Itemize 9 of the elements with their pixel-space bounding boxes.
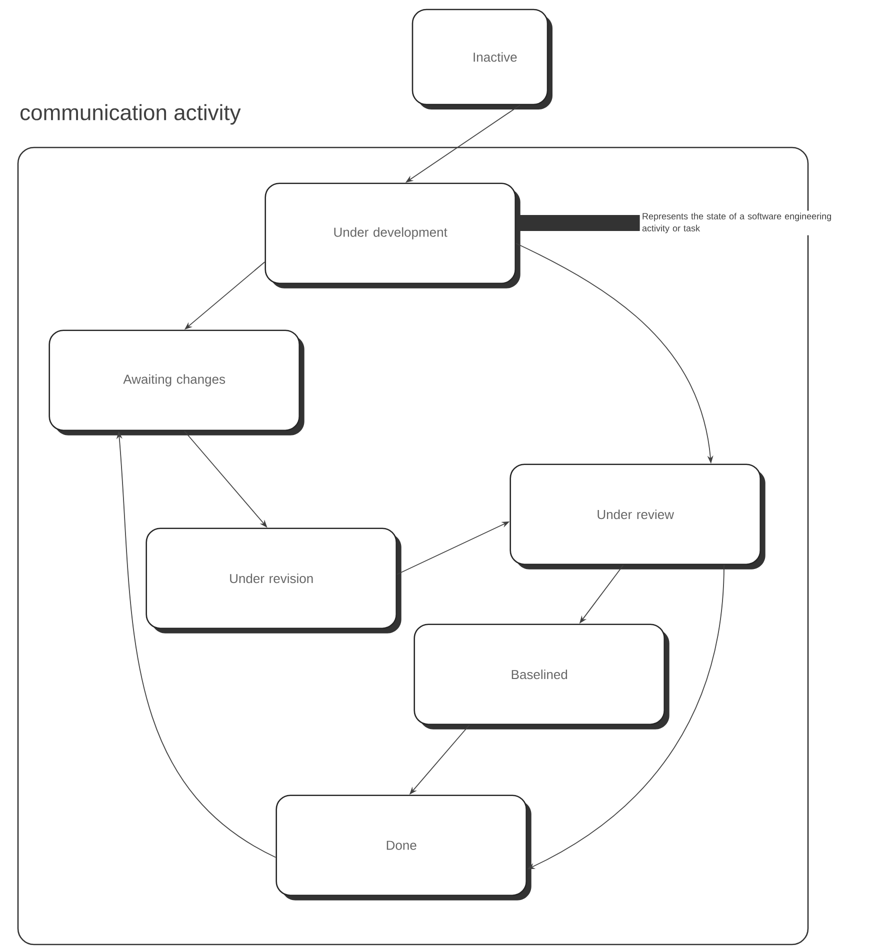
state-box: Baselined bbox=[414, 624, 670, 730]
state-box: Under review bbox=[510, 464, 766, 570]
state-box: Under development bbox=[264, 182, 520, 288]
state-box: Under revision bbox=[146, 528, 402, 634]
note-text: Represents the state of a software engineering activity or task bbox=[640, 210, 840, 236]
state-box: Awaiting changes bbox=[48, 330, 304, 436]
state-box: Done bbox=[276, 794, 532, 900]
node-label: communication activity bbox=[20, 104, 241, 125]
state-box: Inactive bbox=[412, 8, 552, 110]
